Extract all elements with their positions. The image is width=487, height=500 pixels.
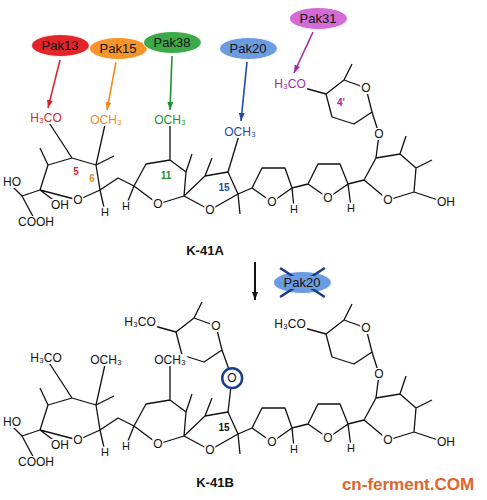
atom-label: O — [152, 438, 163, 450]
enzyme-oval: Pak20 — [219, 37, 278, 60]
enzyme-name: Pak13 — [40, 39, 81, 52]
atom-label: H — [289, 444, 299, 455]
methoxy-group: H₃CO — [273, 78, 307, 90]
enzyme-name: Pak31 — [298, 12, 339, 25]
atom-label: H — [121, 441, 131, 452]
methoxy-group: H₃CO — [123, 316, 157, 328]
atom-label: HO — [2, 176, 22, 188]
watermark: cn-ferment.COM — [341, 476, 475, 493]
oval-shape — [89, 37, 147, 59]
atom-label: O — [204, 204, 215, 216]
position-number: 5 — [72, 167, 80, 177]
bond — [228, 132, 240, 172]
atom-label: COOH — [17, 456, 55, 468]
deleted-enzyme-oval: Pak20 — [273, 271, 332, 294]
atom-label: O — [360, 322, 371, 334]
cross-mark — [280, 268, 325, 297]
atom-label: H — [289, 204, 299, 215]
atom-label: O — [72, 194, 83, 206]
atom-label: O — [360, 82, 371, 94]
arrow — [294, 32, 313, 73]
atom-label: O — [210, 320, 221, 332]
atom-label: OH — [50, 199, 70, 211]
oval-shape — [289, 7, 347, 29]
methoxy-group: OCH₃ — [223, 126, 257, 138]
oval-shape — [219, 37, 277, 59]
atom-label: O — [266, 196, 277, 208]
enzyme-name: Pak15 — [98, 42, 139, 55]
enzyme-oval: Pak15 — [89, 37, 148, 60]
enzyme-oval: Pak38 — [143, 31, 202, 54]
methoxy-group: OCH₃ — [89, 354, 123, 366]
reaction-arrow — [254, 262, 256, 300]
atom-label: H — [346, 443, 356, 454]
atom-label: O — [152, 198, 163, 210]
atom-label: O — [373, 128, 384, 140]
atom-label: O — [204, 444, 215, 456]
oval-shape — [273, 271, 331, 293]
arrow — [170, 56, 172, 110]
k41a-skeleton — [8, 64, 444, 222]
arrow — [48, 60, 60, 108]
atom-label: O — [266, 436, 277, 448]
arrow — [107, 62, 116, 110]
compound-name: K-41A — [185, 244, 225, 257]
enzyme-name: Pak20 — [228, 42, 269, 55]
atom-label: O — [373, 368, 384, 380]
atom-label: O — [382, 194, 393, 206]
position-number: 15 — [217, 423, 230, 433]
compound-name: K-41B — [195, 476, 235, 489]
methoxy-group: H₃CO — [29, 112, 63, 124]
enzyme-arrows — [48, 32, 313, 300]
position-number: 4' — [336, 98, 346, 108]
atom-label: O — [322, 432, 333, 444]
atom-label: H — [346, 203, 356, 214]
atom-label: HO — [2, 416, 22, 428]
arrow — [241, 62, 247, 121]
atom-label: OH — [436, 436, 456, 448]
oval-shape — [31, 34, 89, 56]
atom-label: O — [225, 372, 238, 384]
atom-label: COOH — [17, 216, 55, 228]
methoxy-group: OCH₃ — [153, 354, 187, 366]
atom-label: O — [322, 192, 333, 204]
methoxy-group: H₃CO — [273, 318, 307, 330]
enzyme-oval: Pak31 — [289, 7, 348, 30]
enzyme-name: Pak38 — [152, 36, 193, 49]
methoxy-group: OCH₃ — [153, 114, 187, 126]
enzyme-oval: Pak13 — [31, 34, 90, 57]
highlight-circle: O — [221, 367, 243, 389]
atom-label: H — [100, 207, 110, 218]
atom-label: O — [382, 434, 393, 446]
enzyme-name: Pak20 — [282, 276, 323, 289]
atom-label: OH — [436, 196, 456, 208]
k41b-skeleton — [8, 304, 444, 462]
methoxy-group: H₃CO — [29, 352, 63, 364]
position-number: 11 — [160, 171, 173, 181]
atom-label: O — [72, 434, 83, 446]
atom-label: H — [121, 201, 131, 212]
oval-shape — [143, 31, 201, 53]
position-number: 15 — [217, 183, 230, 193]
sugar-ring — [140, 302, 222, 362]
methoxy-group: OCH₃ — [89, 114, 123, 126]
atom-label: OH — [50, 439, 70, 451]
position-number: 6 — [88, 174, 96, 184]
atom-label: H — [100, 447, 110, 458]
circle-shape — [222, 368, 242, 388]
